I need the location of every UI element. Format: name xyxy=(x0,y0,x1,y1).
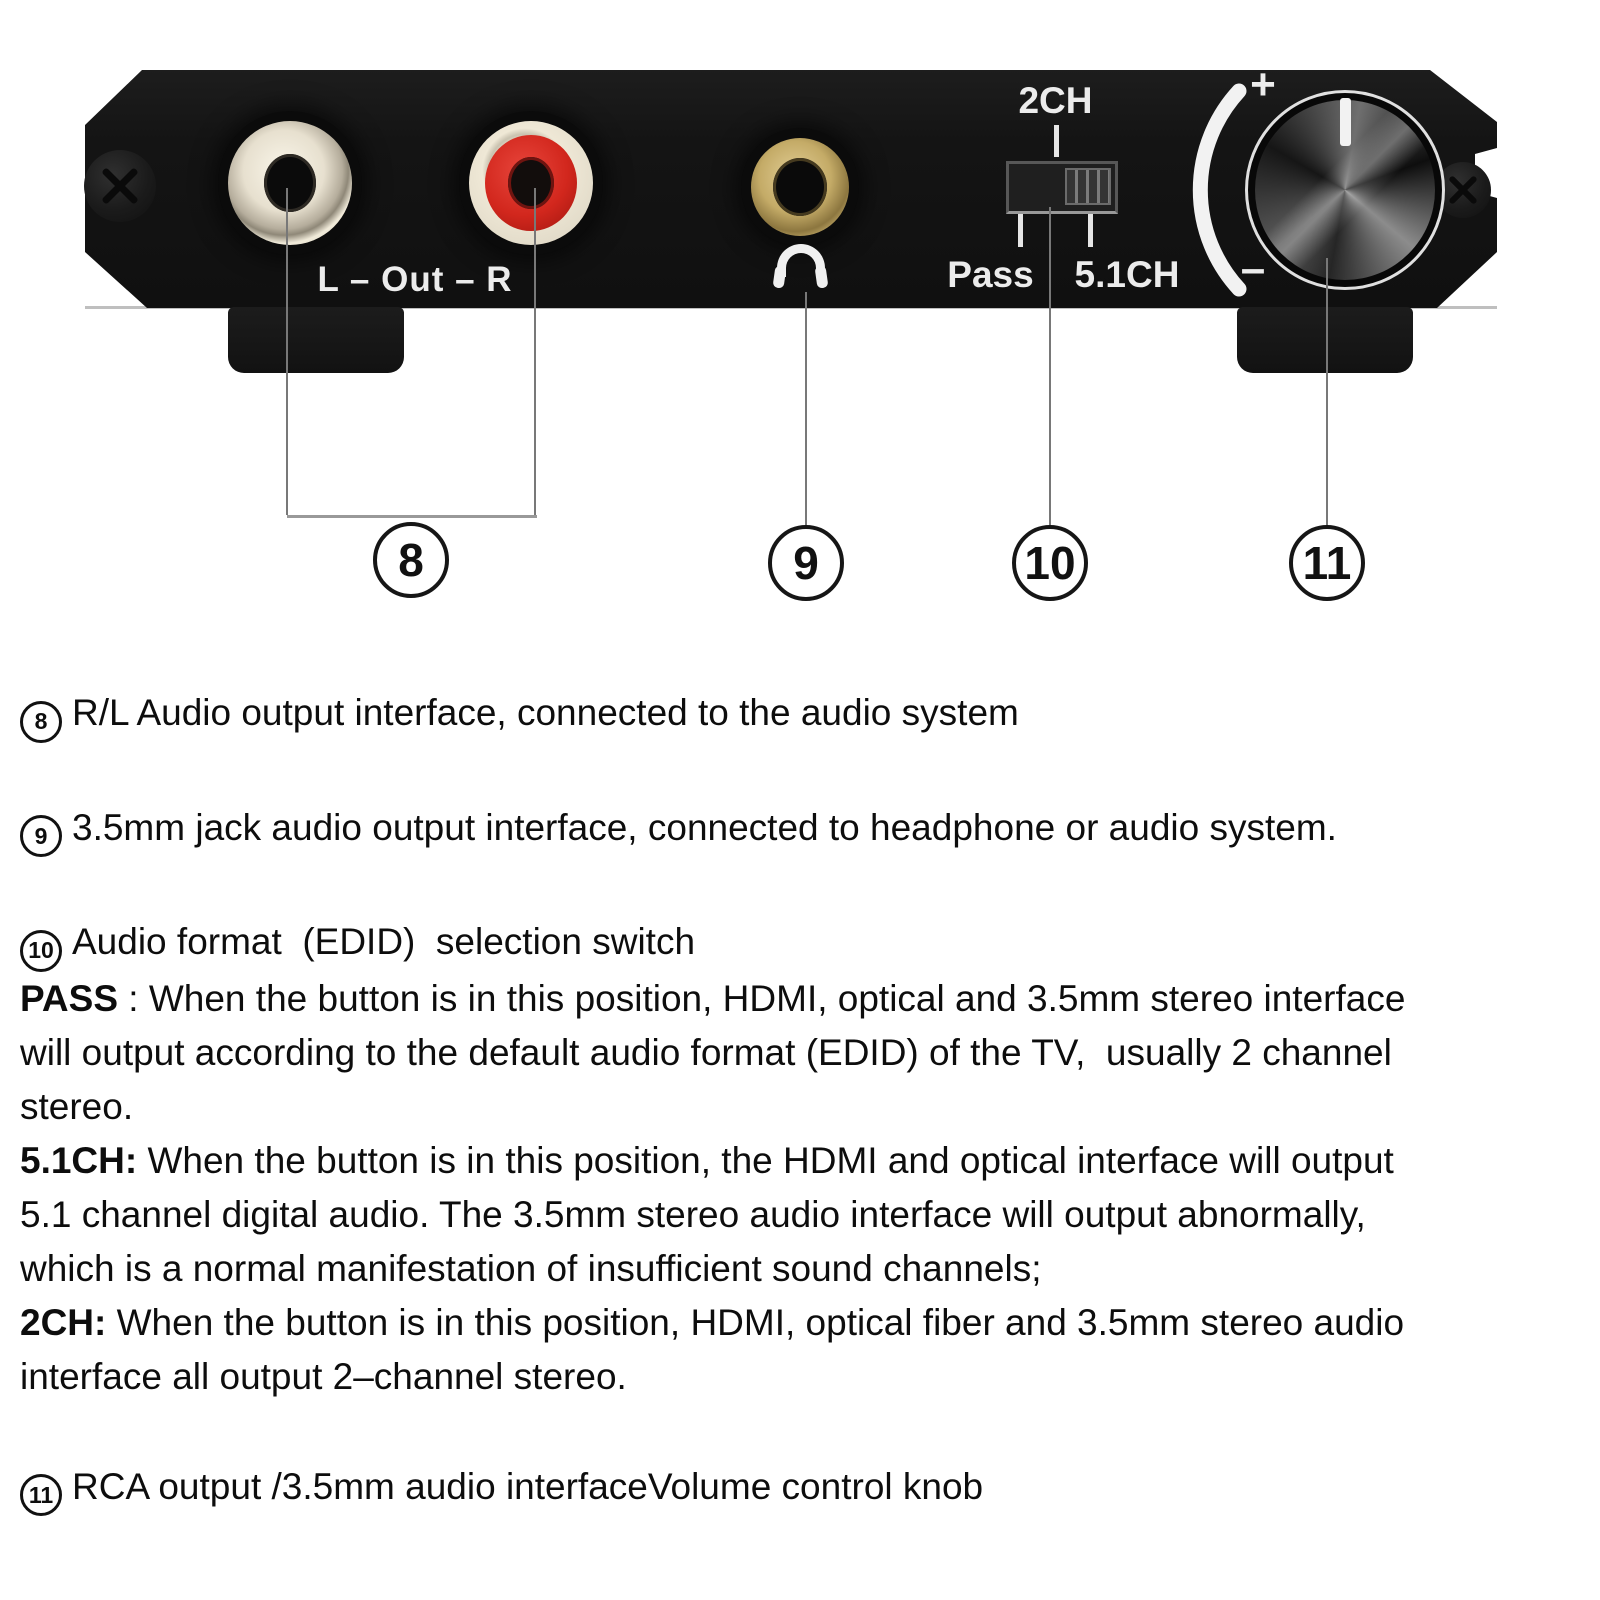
rca-jack-right-red xyxy=(469,121,593,245)
volume-minus-label: – xyxy=(1240,244,1266,293)
description-line: which is a normal manifestation of insuf… xyxy=(20,1247,1042,1289)
callout-bracket-8 xyxy=(287,515,537,518)
mounting-tab-left xyxy=(228,307,404,373)
callout-circle-9: 9 xyxy=(768,525,844,601)
description-line: 5.1 channel digital audio. The 3.5mm ste… xyxy=(20,1193,1366,1235)
knob-pointer-mark xyxy=(1340,98,1351,146)
audio-jack-3-5mm xyxy=(751,138,849,236)
headphone-band xyxy=(777,244,825,277)
volume-plus-label: + xyxy=(1250,60,1276,109)
circled-number-8: 8 xyxy=(20,700,62,743)
switch-slider xyxy=(1065,168,1111,205)
circled-number-11: 11 xyxy=(20,1474,62,1516)
switch-label-pass: Pass xyxy=(947,254,1034,295)
callout-circle-8: 8 xyxy=(373,522,449,598)
switch-tick-51ch xyxy=(1088,214,1093,247)
circled-number-10: 10 xyxy=(20,929,62,972)
rca-jack-hole xyxy=(508,157,554,209)
callout-line-11 xyxy=(1326,258,1328,526)
description-line-51ch: 5.1CH: When the button is in this positi… xyxy=(20,1139,1394,1181)
out-lr-label: L – Out – R xyxy=(317,260,513,299)
rca-jack-hole xyxy=(264,154,316,212)
volume-knob xyxy=(1245,90,1445,290)
description-line-pass: PASS : When the button is in this positi… xyxy=(20,977,1406,1019)
description-line-2ch: 2CH: When the button is in this position… xyxy=(20,1301,1405,1343)
headphone-icon xyxy=(770,242,830,294)
audio-jack-hole xyxy=(773,158,827,216)
switch-label-51ch: 5.1CH xyxy=(1074,254,1180,295)
rca-jack-left-white xyxy=(228,121,352,245)
mounting-tab-right xyxy=(1237,307,1413,373)
callout-line-right-rca xyxy=(534,188,536,515)
edid-slide-switch xyxy=(1006,161,1118,214)
callout-line-9 xyxy=(805,292,807,526)
callout-line-left-rca xyxy=(286,188,288,515)
callout-line-10 xyxy=(1049,207,1051,526)
circled-number-9: 9 xyxy=(20,815,62,857)
headphone-pad xyxy=(772,265,787,289)
switch-label-2ch: 2CH xyxy=(1018,80,1093,121)
callout-circle-10: 10 xyxy=(1012,525,1088,601)
callout-circle-11: 11 xyxy=(1289,525,1365,601)
screw-icon xyxy=(84,150,156,222)
description-line: stereo. xyxy=(20,1085,134,1127)
description-line: interface all output 2–channel stereo. xyxy=(20,1355,627,1397)
headphone-pad xyxy=(814,265,829,289)
switch-tick-pass xyxy=(1018,214,1023,247)
description-line: will output according to the default aud… xyxy=(20,1031,1392,1073)
switch-tick-2ch xyxy=(1054,125,1059,157)
